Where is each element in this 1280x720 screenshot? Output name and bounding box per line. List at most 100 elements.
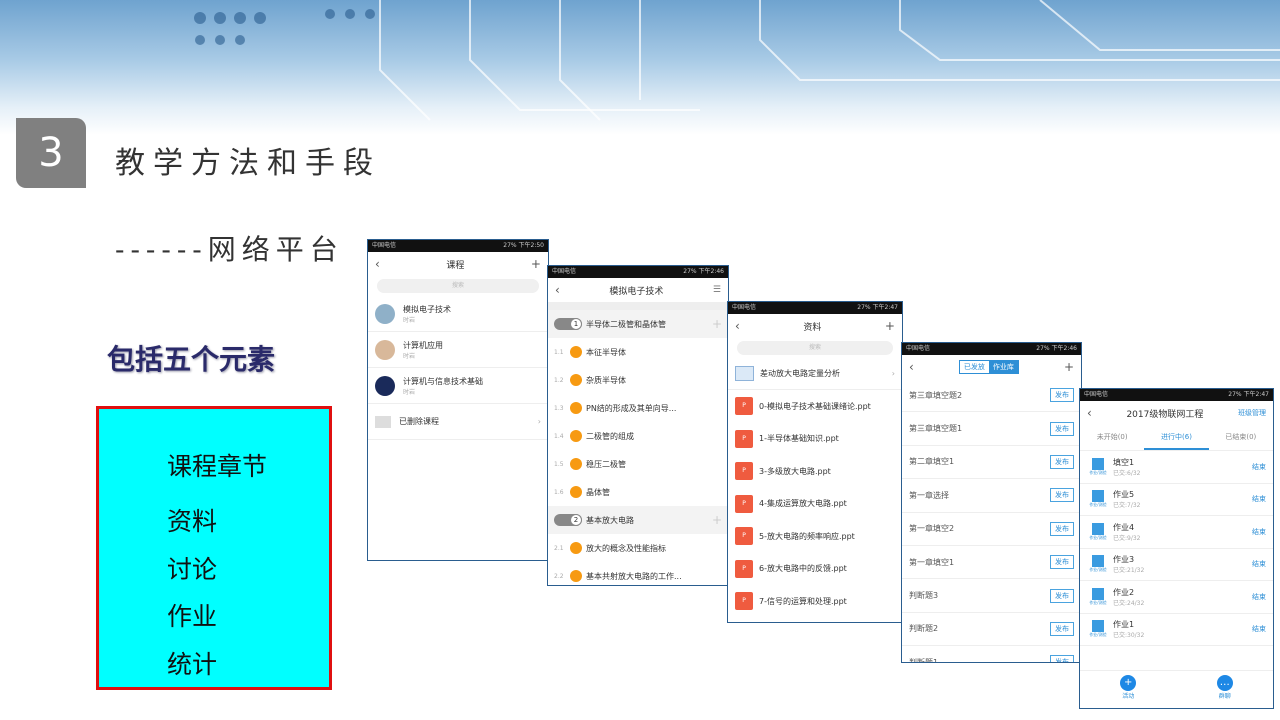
chapter-item[interactable]: 1.6 晶体管 bbox=[548, 478, 728, 506]
end-button[interactable]: 结束 bbox=[1252, 592, 1266, 601]
end-button[interactable]: 结束 bbox=[1252, 527, 1266, 536]
publish-button[interactable]: 发布 bbox=[1050, 488, 1074, 503]
ppt-file-icon: P bbox=[735, 559, 753, 578]
status-info: 27% 下午2:46 bbox=[683, 268, 724, 275]
back-icon[interactable]: ‹ bbox=[555, 283, 560, 297]
add-icon[interactable]: + bbox=[711, 513, 722, 527]
status-tab[interactable]: 已结束(0) bbox=[1225, 433, 1257, 441]
publish-button[interactable]: 发布 bbox=[1050, 555, 1074, 570]
collapse-toggle[interactable]: 2 bbox=[554, 514, 582, 526]
chapter-number: 1.3 bbox=[554, 404, 564, 412]
activity-title: 作业4 bbox=[1113, 522, 1135, 532]
deleted-courses-item[interactable]: 已删除课程› bbox=[368, 404, 548, 440]
element-item: 课程章节 bbox=[167, 452, 268, 481]
nav-title: 模拟电子技术 bbox=[609, 286, 664, 297]
publish-button[interactable]: 发布 bbox=[1050, 621, 1074, 636]
search-input[interactable]: 搜索 bbox=[377, 279, 539, 293]
publish-button[interactable]: 发布 bbox=[1050, 454, 1074, 469]
tab-issued[interactable]: 已发放 bbox=[963, 363, 985, 371]
homework-title: 第三章填空题2 bbox=[909, 390, 963, 400]
add-icon[interactable]: + bbox=[711, 317, 722, 331]
menu-icon[interactable]: ☰ bbox=[712, 285, 721, 295]
publish-button[interactable]: 发布 bbox=[1050, 421, 1074, 436]
homework-title: 第一章选择 bbox=[909, 490, 949, 500]
homework-item[interactable]: 第一章选择 发布 bbox=[902, 479, 1081, 513]
activity-tag: 作业/测验 bbox=[1089, 502, 1107, 508]
course-item[interactable]: 计算机与信息技术基础时岩 bbox=[368, 368, 548, 404]
status-tab[interactable]: 未开始(0) bbox=[1096, 433, 1128, 441]
end-button[interactable]: 结束 bbox=[1252, 462, 1266, 471]
back-icon[interactable]: ‹ bbox=[375, 257, 380, 271]
lesson-dot-icon bbox=[570, 374, 582, 386]
chat-button[interactable]: …群聊 bbox=[1177, 671, 1274, 708]
homework-icon bbox=[1092, 555, 1104, 568]
chapter-number: 1.6 bbox=[554, 488, 564, 496]
submitted-count: 已交:7/32 bbox=[1113, 502, 1141, 510]
add-icon[interactable]: + bbox=[884, 319, 895, 333]
homework-item[interactable]: 第三章填空题2 发布 bbox=[902, 379, 1081, 413]
back-icon[interactable]: ‹ bbox=[1087, 406, 1092, 420]
end-button[interactable]: 结束 bbox=[1252, 495, 1266, 504]
back-icon[interactable]: ‹ bbox=[735, 319, 740, 333]
class-manage-link[interactable]: 班级管理 bbox=[1238, 409, 1266, 417]
lesson-dot-icon bbox=[570, 430, 582, 442]
tab-homework-bank[interactable]: 作业库 bbox=[988, 361, 1018, 373]
chapter-title: 晶体管 bbox=[586, 487, 610, 497]
activity-title: 作业2 bbox=[1113, 587, 1135, 597]
status-info: 27% 下午2:50 bbox=[503, 242, 544, 249]
nav-title: 2017级物联网工程 bbox=[1126, 409, 1204, 420]
status-info: 27% 下午2:46 bbox=[1036, 345, 1077, 352]
publish-button[interactable]: 发布 bbox=[1050, 655, 1074, 662]
course-name: 模拟电子技术 bbox=[403, 304, 451, 314]
collapse-toggle[interactable]: 1 bbox=[554, 318, 582, 330]
back-icon[interactable]: ‹ bbox=[909, 360, 914, 374]
status-tab[interactable]: 进行中(6) bbox=[1144, 425, 1209, 450]
publish-button[interactable]: 发布 bbox=[1050, 588, 1074, 603]
publish-button[interactable]: 发布 bbox=[1050, 521, 1074, 536]
ppt-file-icon: P bbox=[735, 429, 753, 448]
end-button[interactable]: 结束 bbox=[1252, 560, 1266, 569]
search-input[interactable]: 搜索 bbox=[737, 341, 893, 355]
course-item[interactable]: 模拟电子技术时岩 bbox=[368, 296, 548, 332]
end-button[interactable]: 结束 bbox=[1252, 625, 1266, 634]
add-icon[interactable]: + bbox=[1063, 360, 1074, 374]
nav-title: 资料 bbox=[803, 322, 822, 333]
chapter-number: 2.1 bbox=[554, 544, 564, 552]
activity-button[interactable]: +活动 bbox=[1080, 671, 1177, 708]
publish-button[interactable]: 发布 bbox=[1050, 388, 1074, 403]
add-icon[interactable]: + bbox=[530, 257, 541, 271]
folder-item[interactable]: 差动放大电路定量分析› bbox=[728, 358, 902, 390]
course-item[interactable]: 计算机应用时岩 bbox=[368, 332, 548, 368]
